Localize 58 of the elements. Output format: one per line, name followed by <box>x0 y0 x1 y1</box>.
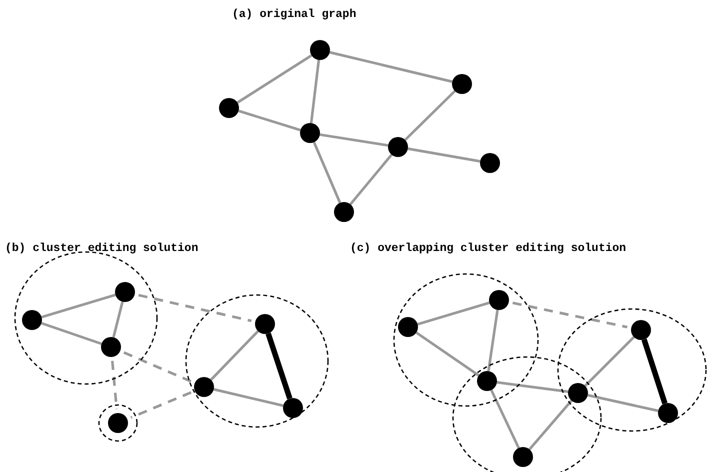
graph-edge <box>41 294 116 318</box>
graph-vertex <box>489 290 509 310</box>
graph-edge <box>496 381 568 393</box>
graph-edge <box>236 54 312 104</box>
graph-vertex <box>513 447 533 467</box>
dashed-edge <box>138 294 252 322</box>
graph-vertex <box>310 40 330 60</box>
graph-vertex <box>283 398 303 418</box>
graph-edge <box>310 60 320 124</box>
graph-vertex <box>108 413 128 433</box>
graph-edge <box>210 330 259 381</box>
graph-vertex <box>658 403 678 423</box>
graph-vertex <box>452 74 472 94</box>
cluster-outline <box>557 308 707 432</box>
graph-edge <box>41 322 102 346</box>
graph-vertex <box>255 314 275 334</box>
graph-vertex <box>631 320 651 340</box>
graph-edge <box>417 302 490 326</box>
graph-edge <box>312 142 342 204</box>
graph-vertex <box>568 383 588 403</box>
graph-vertex <box>334 202 354 222</box>
graph-edge <box>213 388 284 407</box>
graph-edge <box>238 110 301 132</box>
cluster-outline <box>452 356 602 472</box>
graph-edge <box>320 133 388 147</box>
graph-vertex <box>219 98 239 118</box>
panel-title: (a) original graph <box>232 8 356 21</box>
graph-edge <box>584 336 635 387</box>
graph-edge <box>588 394 658 412</box>
graph-edge <box>490 389 520 449</box>
graph-vertex <box>398 317 418 337</box>
graph-edge <box>404 90 456 141</box>
graph-edge <box>408 147 480 163</box>
graph-edge <box>487 310 499 372</box>
graph-edge <box>112 301 124 338</box>
graph-edge <box>349 154 393 206</box>
cluster-outline <box>98 404 138 442</box>
graph-edge <box>416 332 480 376</box>
graph-vertex <box>477 371 497 391</box>
graph-vertex <box>300 123 320 143</box>
thick-edge <box>266 332 292 400</box>
dashed-edge <box>512 302 628 328</box>
graph-vertex <box>22 310 42 330</box>
graph-vertex <box>115 282 135 302</box>
cluster-outline <box>185 294 329 428</box>
panel-title: (c) overlapping cluster editing solution <box>350 242 626 255</box>
cluster-outline <box>393 273 539 407</box>
dashed-edge <box>130 391 192 419</box>
dashed-edge <box>123 351 192 383</box>
graph-vertex <box>480 153 500 173</box>
graph-vertex <box>194 377 214 397</box>
graph-edge <box>528 400 572 450</box>
thick-edge <box>641 338 668 404</box>
graph-vertex <box>388 137 408 157</box>
graph-vertex <box>101 337 121 357</box>
graph-edge <box>329 51 453 83</box>
panel-title: (b) cluster editing solution <box>5 242 198 255</box>
dashed-edge <box>111 360 118 410</box>
